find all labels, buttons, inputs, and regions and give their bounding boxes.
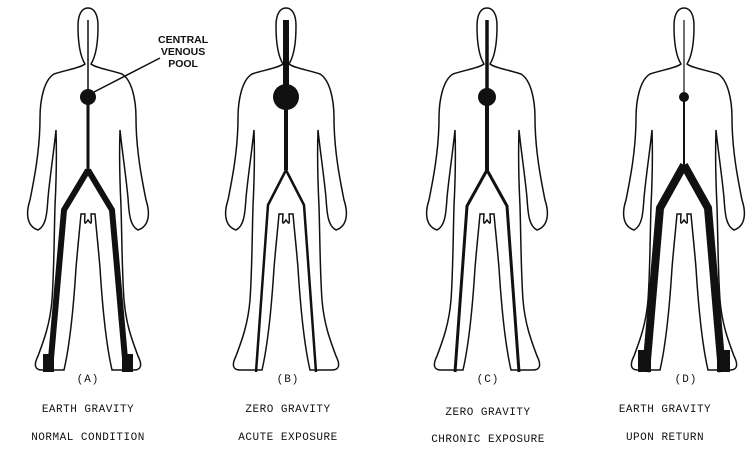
figure-panel-c (427, 8, 548, 372)
vein-right-leg (286, 170, 316, 372)
figure-panel-a (28, 8, 149, 372)
central-venous-pool (80, 89, 96, 105)
central-venous-pool-label: CENTRAL VENOUS POOL (158, 34, 208, 70)
caption-panel-b-line-2: ACUTE EXPOSURE (203, 432, 373, 444)
panel-letter-b: (B) (277, 374, 300, 386)
panel-letter-d: (D) (675, 374, 698, 386)
figure-panel-b (226, 8, 347, 372)
annotation-line-2: VENOUS (158, 46, 208, 58)
vein-right-leg (487, 170, 519, 372)
caption-panel-d-line-1: EARTH GRAVITY (580, 404, 750, 416)
annotation-leader-line (94, 58, 160, 92)
caption-panel-a-line-1: EARTH GRAVITY (3, 404, 173, 416)
annotation-line-1: CENTRAL (158, 34, 208, 46)
caption-panel-c-line-2: CHRONIC EXPOSURE (403, 434, 573, 446)
foot-pool-right (717, 350, 730, 372)
foot-pool-left (638, 350, 651, 372)
central-venous-pool (679, 92, 689, 102)
caption-panel-a-line-2: NORMAL CONDITION (3, 432, 173, 444)
vein-left-leg (256, 170, 286, 372)
foot-pool-left (43, 354, 54, 372)
central-venous-pool (478, 88, 496, 106)
caption-panel-b-line-1: ZERO GRAVITY (203, 404, 373, 416)
caption-panel-c-line-1: ZERO GRAVITY (403, 407, 573, 419)
central-venous-pool (273, 84, 299, 110)
annotation-line-3: POOL (158, 58, 208, 70)
foot-pool-right (122, 354, 133, 372)
panel-letter-c: (C) (477, 374, 500, 386)
figure-panel-d (624, 8, 745, 372)
panel-letter-a: (A) (77, 374, 100, 386)
caption-panel-d-line-2: UPON RETURN (580, 432, 750, 444)
vein-left-leg (455, 170, 487, 372)
